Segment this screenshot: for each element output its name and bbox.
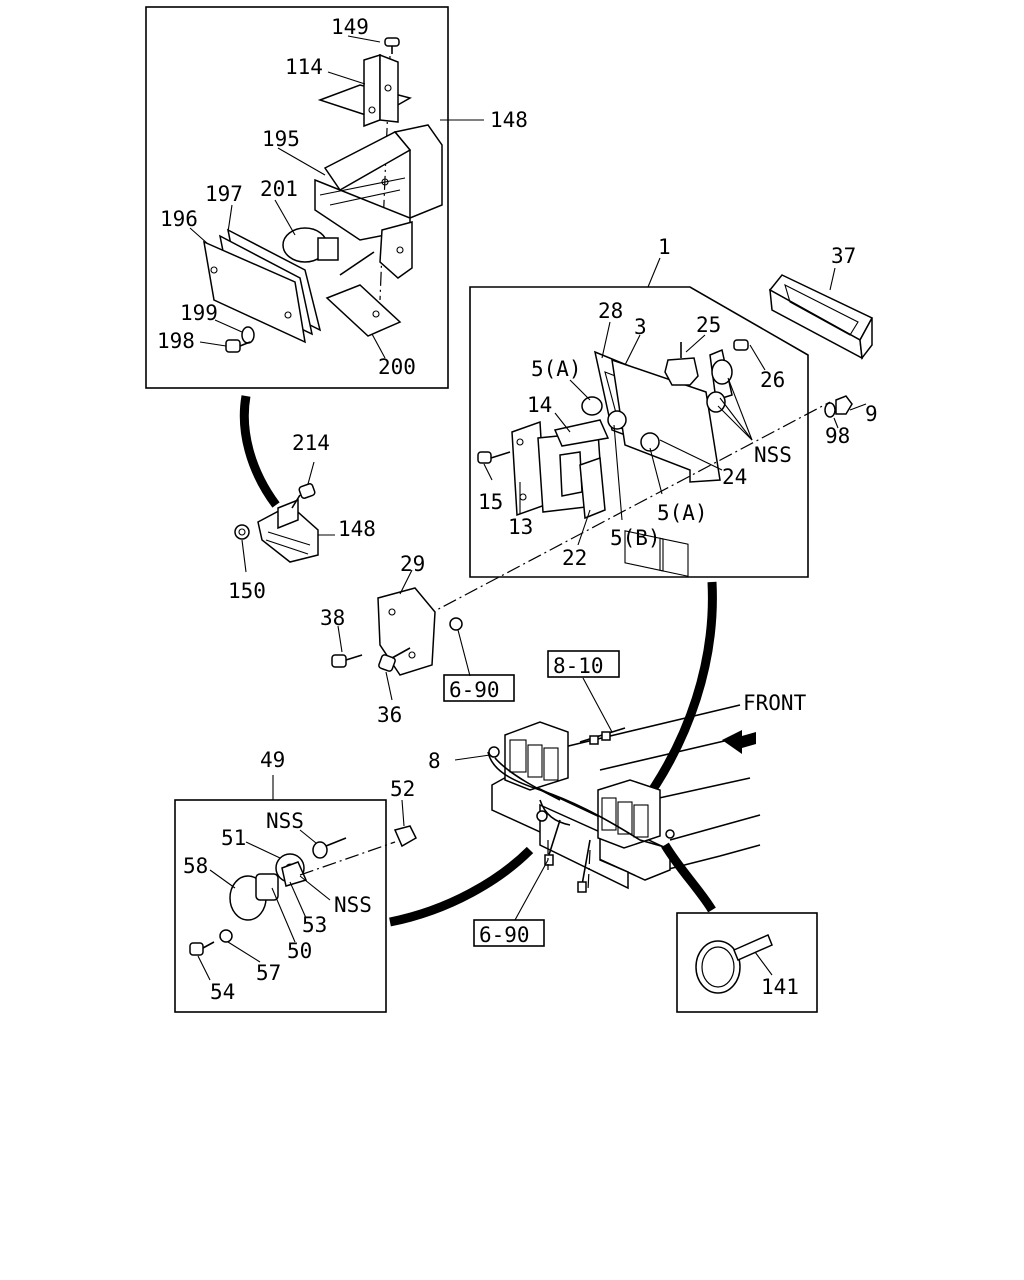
label-5b: 5(B) (610, 526, 661, 550)
label-198: 198 (157, 329, 195, 353)
label-201: 201 (260, 177, 298, 201)
label-nss-top: NSS (266, 809, 304, 833)
bracket-114-icon (317, 53, 412, 128)
label-149: 149 (331, 15, 369, 39)
label-22: 22 (562, 546, 587, 570)
bulb-201-icon (282, 227, 339, 263)
callout-arrow-lamp (239, 395, 280, 508)
label-58: 58 (183, 854, 208, 878)
truck-rear-frame-icon (454, 677, 761, 893)
detail-box-clamp (676, 912, 818, 1013)
label-nss-side: NSS (334, 893, 372, 917)
label-148: 148 (490, 108, 528, 132)
ref-box-8-10 (547, 650, 620, 678)
label-98: 98 (825, 424, 850, 448)
callout-arrow-bulb (389, 846, 534, 927)
label-29: 29 (400, 552, 425, 576)
label-197: 197 (205, 182, 243, 206)
label-114: 114 (285, 55, 323, 79)
detail-box-marker-lamp (174, 775, 387, 1013)
label-141: 141 (761, 975, 799, 999)
ref-8-10: 8-10 (553, 654, 604, 678)
label-57: 57 (256, 961, 281, 985)
front-direction-arrow-icon (722, 730, 756, 754)
plate-200-icon (325, 284, 402, 337)
label-38: 38 (320, 606, 345, 630)
label-front: FRONT (743, 691, 807, 715)
label-5a-top: 5(A) (531, 357, 582, 381)
label-37: 37 (831, 244, 856, 268)
label-195: 195 (262, 127, 300, 151)
label-25: 25 (696, 313, 721, 337)
label-28: 28 (598, 299, 623, 323)
label-8: 8 (428, 749, 441, 773)
label-50: 50 (287, 939, 312, 963)
small-lamp-assembly (234, 461, 335, 573)
leader-6-90-bottom (514, 859, 549, 921)
label-53: 53 (302, 913, 327, 937)
label-54: 54 (210, 980, 235, 1004)
label-24: 24 (722, 465, 747, 489)
lens-196-197-icon (203, 228, 322, 344)
detail-box-lamp-assembly: 149 114 148 195 197 201 196 199 198 200 (145, 6, 528, 389)
label-51: 51 (221, 826, 246, 850)
label-15: 15 (478, 490, 503, 514)
lamp-37-icon (768, 267, 874, 360)
dash-line-marker (299, 841, 396, 876)
nut-9-washer-98-icon (824, 395, 867, 429)
label-3: 3 (634, 315, 647, 339)
callout-arrow-tail (636, 581, 717, 811)
label-49: 49 (260, 748, 285, 772)
label-13: 13 (508, 515, 533, 539)
label-14: 14 (527, 393, 552, 417)
label-199: 199 (180, 301, 218, 325)
label-1: 1 (658, 235, 671, 259)
callout-arrow-clamp (661, 842, 716, 913)
label-nss-right: NSS (754, 443, 792, 467)
clamp-141-icon (695, 934, 773, 994)
label-52: 52 (390, 777, 415, 801)
label-9: 9 (865, 402, 878, 426)
label-214: 214 (292, 431, 330, 455)
housing-148-icon (314, 124, 443, 279)
label-196: 196 (160, 207, 198, 231)
detail-box-tail-lamp (379, 257, 831, 641)
ref-6-90-bottom: 6-90 (479, 923, 530, 947)
label-148-small: 148 (338, 517, 376, 541)
connector-52-icon (393, 799, 417, 848)
label-200: 200 (378, 355, 416, 379)
label-26: 26 (760, 368, 785, 392)
ref-6-90-top: 6-90 (449, 678, 500, 702)
ref-box-6-90-top (443, 674, 515, 702)
label-5a-bot: 5(A) (657, 501, 708, 525)
label-150: 150 (228, 579, 266, 603)
label-36: 36 (377, 703, 402, 727)
bracket-29-icon (331, 569, 471, 701)
ref-box-6-90-bottom (473, 919, 545, 947)
